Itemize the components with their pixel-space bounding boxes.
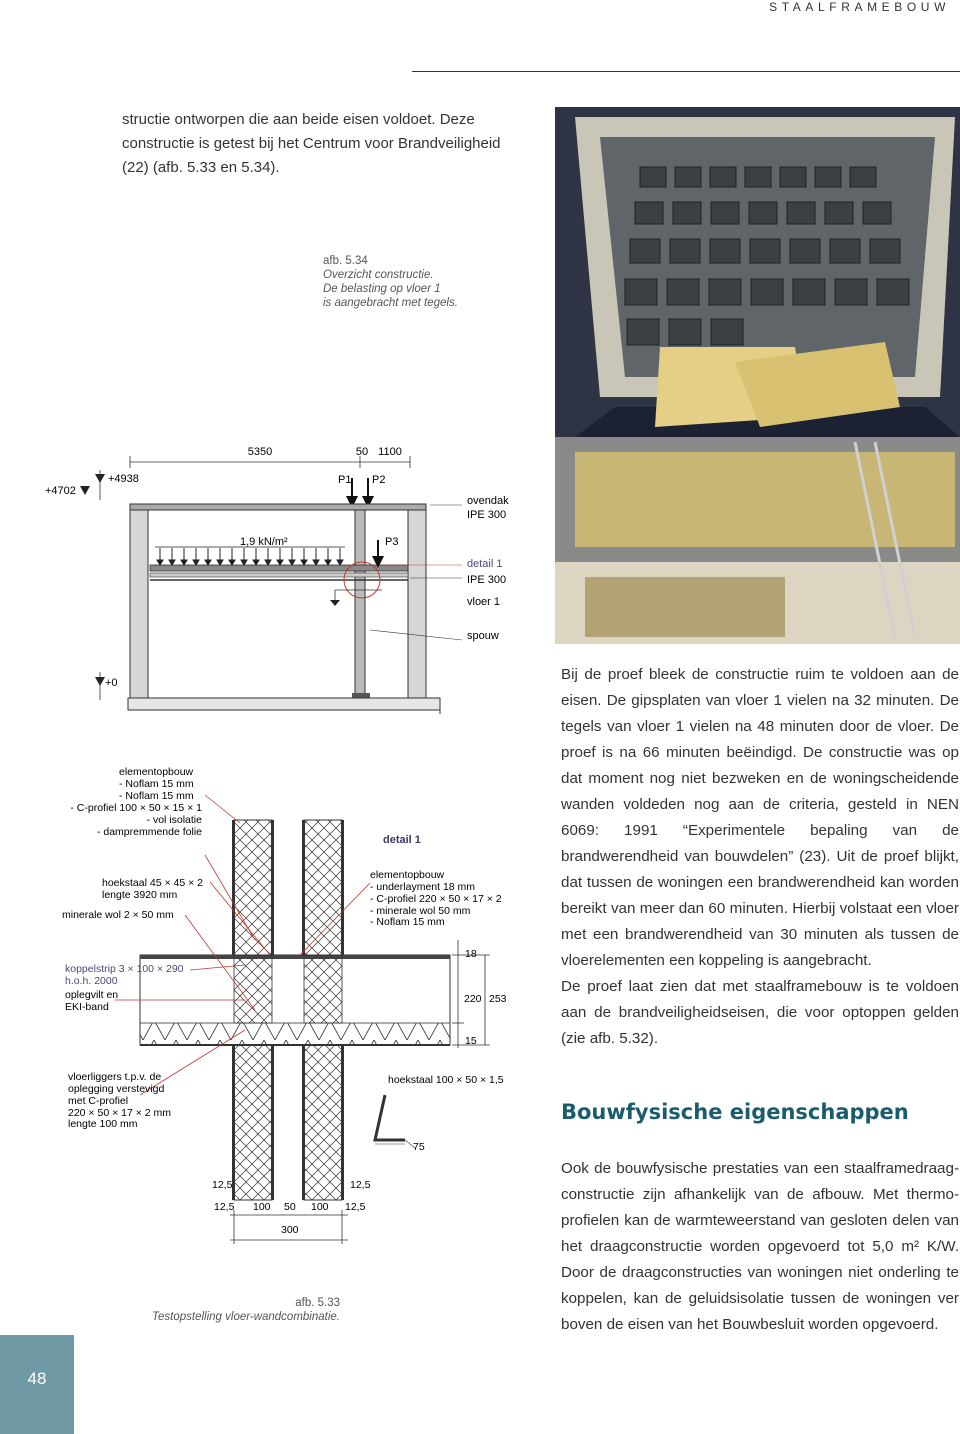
minerale-wol-label: minerale wol 2 × 50 mm [62, 909, 174, 921]
dim-18: 18 [465, 948, 477, 960]
detail-label: detail 1 [383, 834, 421, 846]
koppelstrip-spacing: h.o.h. 2000 [65, 975, 118, 987]
dim-300: 300 [281, 1224, 299, 1236]
oplegvilt-label: oplegvilt en [65, 989, 118, 1001]
floor-layer: - Noflam 15 mm [370, 916, 445, 928]
dim-253: 253 [489, 993, 507, 1005]
label-spouw: spouw [467, 630, 499, 642]
wall-layer: - C-profiel 100 × 50 × 15 × 1 [70, 802, 202, 814]
vloerliggers-label: lengte 100 mm [68, 1118, 138, 1130]
hoekstaal-length: lengte 3920 mm [102, 889, 178, 901]
hoekstaal-2-label: hoekstaal 100 × 50 × 1,5 [388, 1074, 504, 1086]
label-vloer1: vloer 1 [467, 596, 500, 608]
label-p2: P2 [372, 474, 385, 486]
dim-12-5: 12,5 [345, 1201, 366, 1213]
figure-caption-533: afb. 5.33 Testopstelling vloer-wandcombi… [100, 1296, 340, 1324]
photo-illustration [555, 107, 960, 644]
section-heading: Bouwfysische eigenschappen [561, 1100, 909, 1124]
dim-100: 100 [253, 1201, 271, 1213]
vloerliggers-label: met C-profiel [68, 1095, 128, 1107]
load-label: 1,9 kN/m² [240, 536, 288, 548]
label-ipe300-top: IPE 300 [467, 509, 506, 521]
building-physics-text: Ook de bouwfysische prestaties van een s… [561, 1160, 959, 1333]
vloerliggers-label: oplegging verstevigd [68, 1083, 164, 1095]
hoekstaal-label: hoekstaal 45 × 45 × 2 [102, 877, 203, 889]
wall-layer: - Noflam 15 mm [119, 778, 194, 790]
results-text: Bij de proef bleek de constructie ruim t… [561, 662, 959, 1052]
dim-15: 15 [465, 1035, 477, 1047]
dim-50: 50 [356, 446, 368, 458]
caption-line: Overzicht constructie. [323, 269, 434, 281]
wall-layer: - vol isolatie [147, 814, 203, 826]
figure-caption-534: afb. 5.34 Overzicht constructie. De bela… [323, 254, 503, 310]
dim-12-5: 12,5 [350, 1179, 371, 1191]
label-p3: P3 [385, 536, 398, 548]
level-4938: +4938 [108, 473, 139, 485]
eki-band-label: EKI-band [65, 1001, 109, 1013]
paragraph: De proef laat zien dat met staalframebou… [561, 978, 959, 1047]
label-detail1-top: detail 1 [467, 558, 502, 570]
vloerliggers-label: vloerliggers t.p.v. de [68, 1071, 161, 1083]
dim-5350: 5350 [248, 446, 272, 458]
wall-layer: - dampremmende folie [97, 826, 202, 838]
level-0: +0 [105, 677, 118, 689]
dim-100: 100 [311, 1201, 329, 1213]
caption-title: Testopstelling vloer-wandcombinatie. [152, 1311, 340, 1323]
wall-title: elementopbouw [119, 766, 194, 778]
caption-number: afb. 5.33 [295, 1297, 340, 1309]
label-ovendak: ovendak [467, 495, 509, 507]
dim-1100: 1100 [378, 446, 402, 458]
intro-paragraph: structie ontworpen die aan beide eisen v… [122, 111, 501, 176]
page-number-tab: 48 [0, 1335, 74, 1434]
floor-layer: - minerale wol 50 mm [370, 905, 471, 917]
dim-12-5: 12,5 [212, 1179, 233, 1191]
level-4702: +4702 [45, 485, 76, 497]
floor-layer: - C-profiel 220 × 50 × 17 × 2 [370, 893, 502, 905]
dim-75: 75 [413, 1141, 425, 1153]
page-number: 48 [27, 1369, 47, 1388]
wall-layer: - Noflam 15 mm [119, 790, 194, 802]
caption-line: is aangebracht met tegels. [323, 297, 458, 309]
label-p1: P1 [338, 474, 351, 486]
paragraph: Bij de proef bleek de constructie ruim t… [561, 666, 959, 969]
vloerliggers-label: 220 × 50 × 17 × 2 mm [68, 1107, 171, 1119]
test-setup-photo [555, 107, 960, 644]
floor-layer: - underlayment 18 mm [370, 881, 475, 893]
running-header: STAALFRAMEBOUW [769, 0, 950, 14]
label-ipe300-floor: IPE 300 [467, 574, 506, 586]
header-rule [412, 71, 960, 72]
dim-50: 50 [284, 1201, 296, 1213]
floor-title: elementopbouw [370, 869, 445, 881]
koppelstrip-label: koppelstrip 3 × 100 × 290 [65, 963, 184, 975]
dim-220: 220 [464, 993, 482, 1005]
caption-line: De belasting op vloer 1 [323, 283, 441, 295]
dim-12-5: 12,5 [214, 1201, 235, 1213]
caption-number: afb. 5.34 [323, 255, 368, 267]
construction-drawing: 5350 50 1100 +4702 +4938 +0 P1 P2 1,9 kN… [45, 446, 509, 1244]
